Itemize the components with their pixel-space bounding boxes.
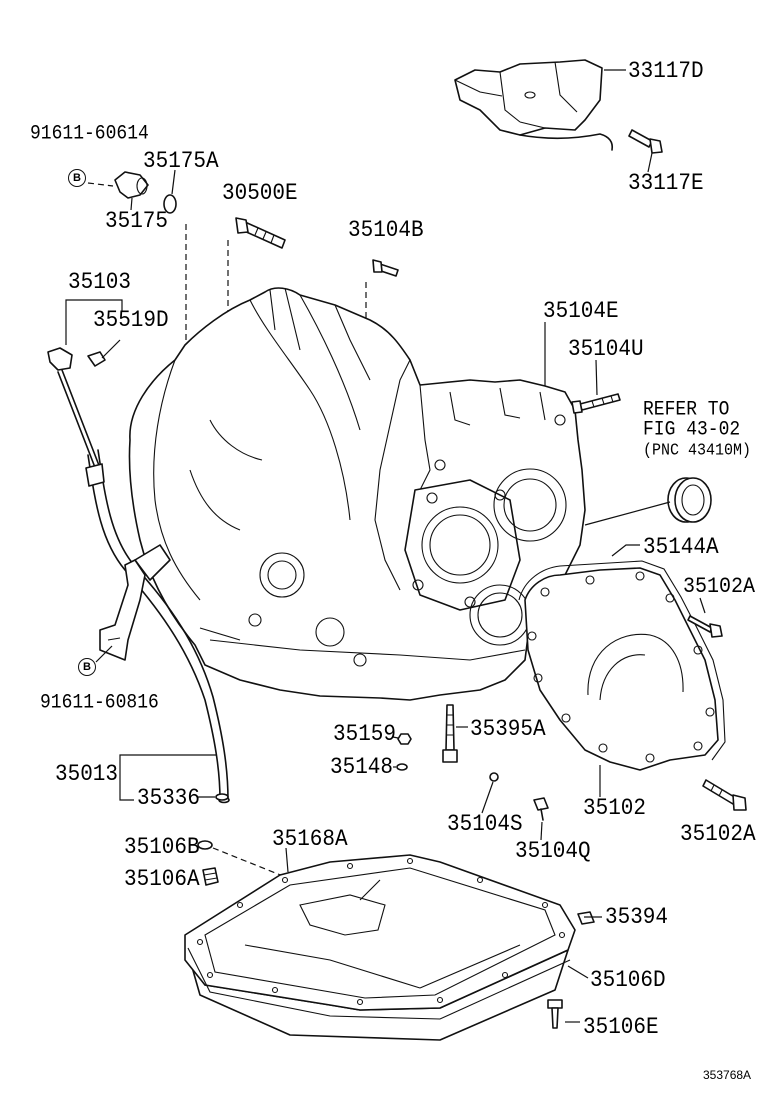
bolt-35106E bbox=[547, 999, 563, 1029]
callout-33117D: 33117D bbox=[628, 58, 704, 85]
oil-seal-leader bbox=[584, 501, 671, 526]
callout-35103: 35103 bbox=[68, 269, 132, 296]
clip-35519D bbox=[87, 351, 106, 367]
dipstick-tube-35013 bbox=[85, 449, 230, 804]
o-ring-35336 bbox=[215, 793, 229, 801]
bolt-30500E bbox=[235, 217, 286, 249]
callout-35144A: 35144A bbox=[643, 534, 719, 561]
callout-35175A: 35175A bbox=[143, 148, 219, 175]
callout-35336: 35336 bbox=[137, 785, 201, 812]
bolt-marker-lower: B bbox=[78, 658, 96, 676]
washer-dash bbox=[212, 847, 299, 883]
callout-35104B: 35104B bbox=[348, 217, 424, 244]
callout-35104Q: 35104Q bbox=[515, 838, 591, 865]
ring-35104S bbox=[489, 772, 499, 782]
bolt-35104U bbox=[571, 393, 621, 414]
bolt-dash-91611-60614 bbox=[87, 182, 114, 187]
refer-note-line3: (PNC 43410M) bbox=[643, 440, 752, 460]
bolt-33117E bbox=[628, 129, 663, 154]
bolt-35395A bbox=[442, 704, 458, 763]
dipstick-35103 bbox=[47, 347, 101, 471]
callout-35106D: 35106D bbox=[590, 967, 666, 994]
callout-91611-60816: 91611-60816 bbox=[40, 691, 159, 715]
refer-note-line2: FIG 43-02 bbox=[643, 418, 741, 442]
insulator-bracket-33117D bbox=[454, 59, 614, 151]
speed-sensor-35175 bbox=[114, 171, 149, 199]
callout-35159: 35159 bbox=[333, 721, 397, 748]
callout-30500E: 30500E bbox=[222, 180, 298, 207]
bolt-35102A-upper bbox=[687, 615, 723, 638]
callout-35394: 35394 bbox=[605, 904, 669, 931]
callout-35148: 35148 bbox=[330, 754, 394, 781]
tube-bracket bbox=[99, 559, 146, 661]
washer-35148 bbox=[396, 763, 408, 771]
washer-35106B bbox=[197, 840, 213, 850]
bolt-35104Q bbox=[533, 797, 549, 821]
nut-35159 bbox=[397, 733, 412, 745]
callout-35106A: 35106A bbox=[124, 866, 200, 893]
callout-35102A-lower: 35102A bbox=[680, 821, 756, 848]
callout-35104S: 35104S bbox=[447, 811, 523, 838]
gasket-35144A bbox=[518, 560, 726, 761]
transaxle-case bbox=[128, 287, 586, 701]
callout-35168A: 35168A bbox=[272, 826, 348, 853]
drain-plug-35106A bbox=[202, 867, 219, 886]
magnet-35394 bbox=[577, 911, 595, 925]
leader-lines bbox=[65, 69, 706, 1023]
bolt-leader-91611-60816 bbox=[95, 645, 113, 663]
extension-cover-35102 bbox=[524, 567, 719, 771]
callout-35102: 35102 bbox=[583, 795, 647, 822]
gasket-35106D bbox=[187, 947, 571, 1020]
callout-35106B: 35106B bbox=[124, 834, 200, 861]
callout-35395A: 35395A bbox=[470, 716, 546, 743]
oil-pan-35168A bbox=[184, 854, 576, 1041]
oil-seal-ref bbox=[667, 477, 712, 523]
callout-33117E: 33117E bbox=[628, 170, 704, 197]
callout-35175: 35175 bbox=[105, 208, 169, 235]
callout-35104E: 35104E bbox=[543, 298, 619, 325]
figure-id: 353768A bbox=[703, 1068, 752, 1082]
callout-35102A-upper: 35102A bbox=[683, 573, 756, 600]
refer-note-line1: REFER TO bbox=[643, 398, 730, 422]
bolt-35102A-lower bbox=[702, 779, 747, 811]
callout-35013: 35013 bbox=[55, 761, 119, 788]
callout-35106E: 35106E bbox=[583, 1014, 659, 1041]
bolt-35104B bbox=[372, 259, 399, 277]
callout-35104U: 35104U bbox=[568, 336, 644, 363]
callout-35519D: 35519D bbox=[93, 307, 169, 334]
o-ring-35175A bbox=[163, 194, 177, 214]
bolt-marker-upper: B bbox=[68, 169, 86, 187]
callout-91611-60614: 91611-60614 bbox=[30, 122, 149, 146]
